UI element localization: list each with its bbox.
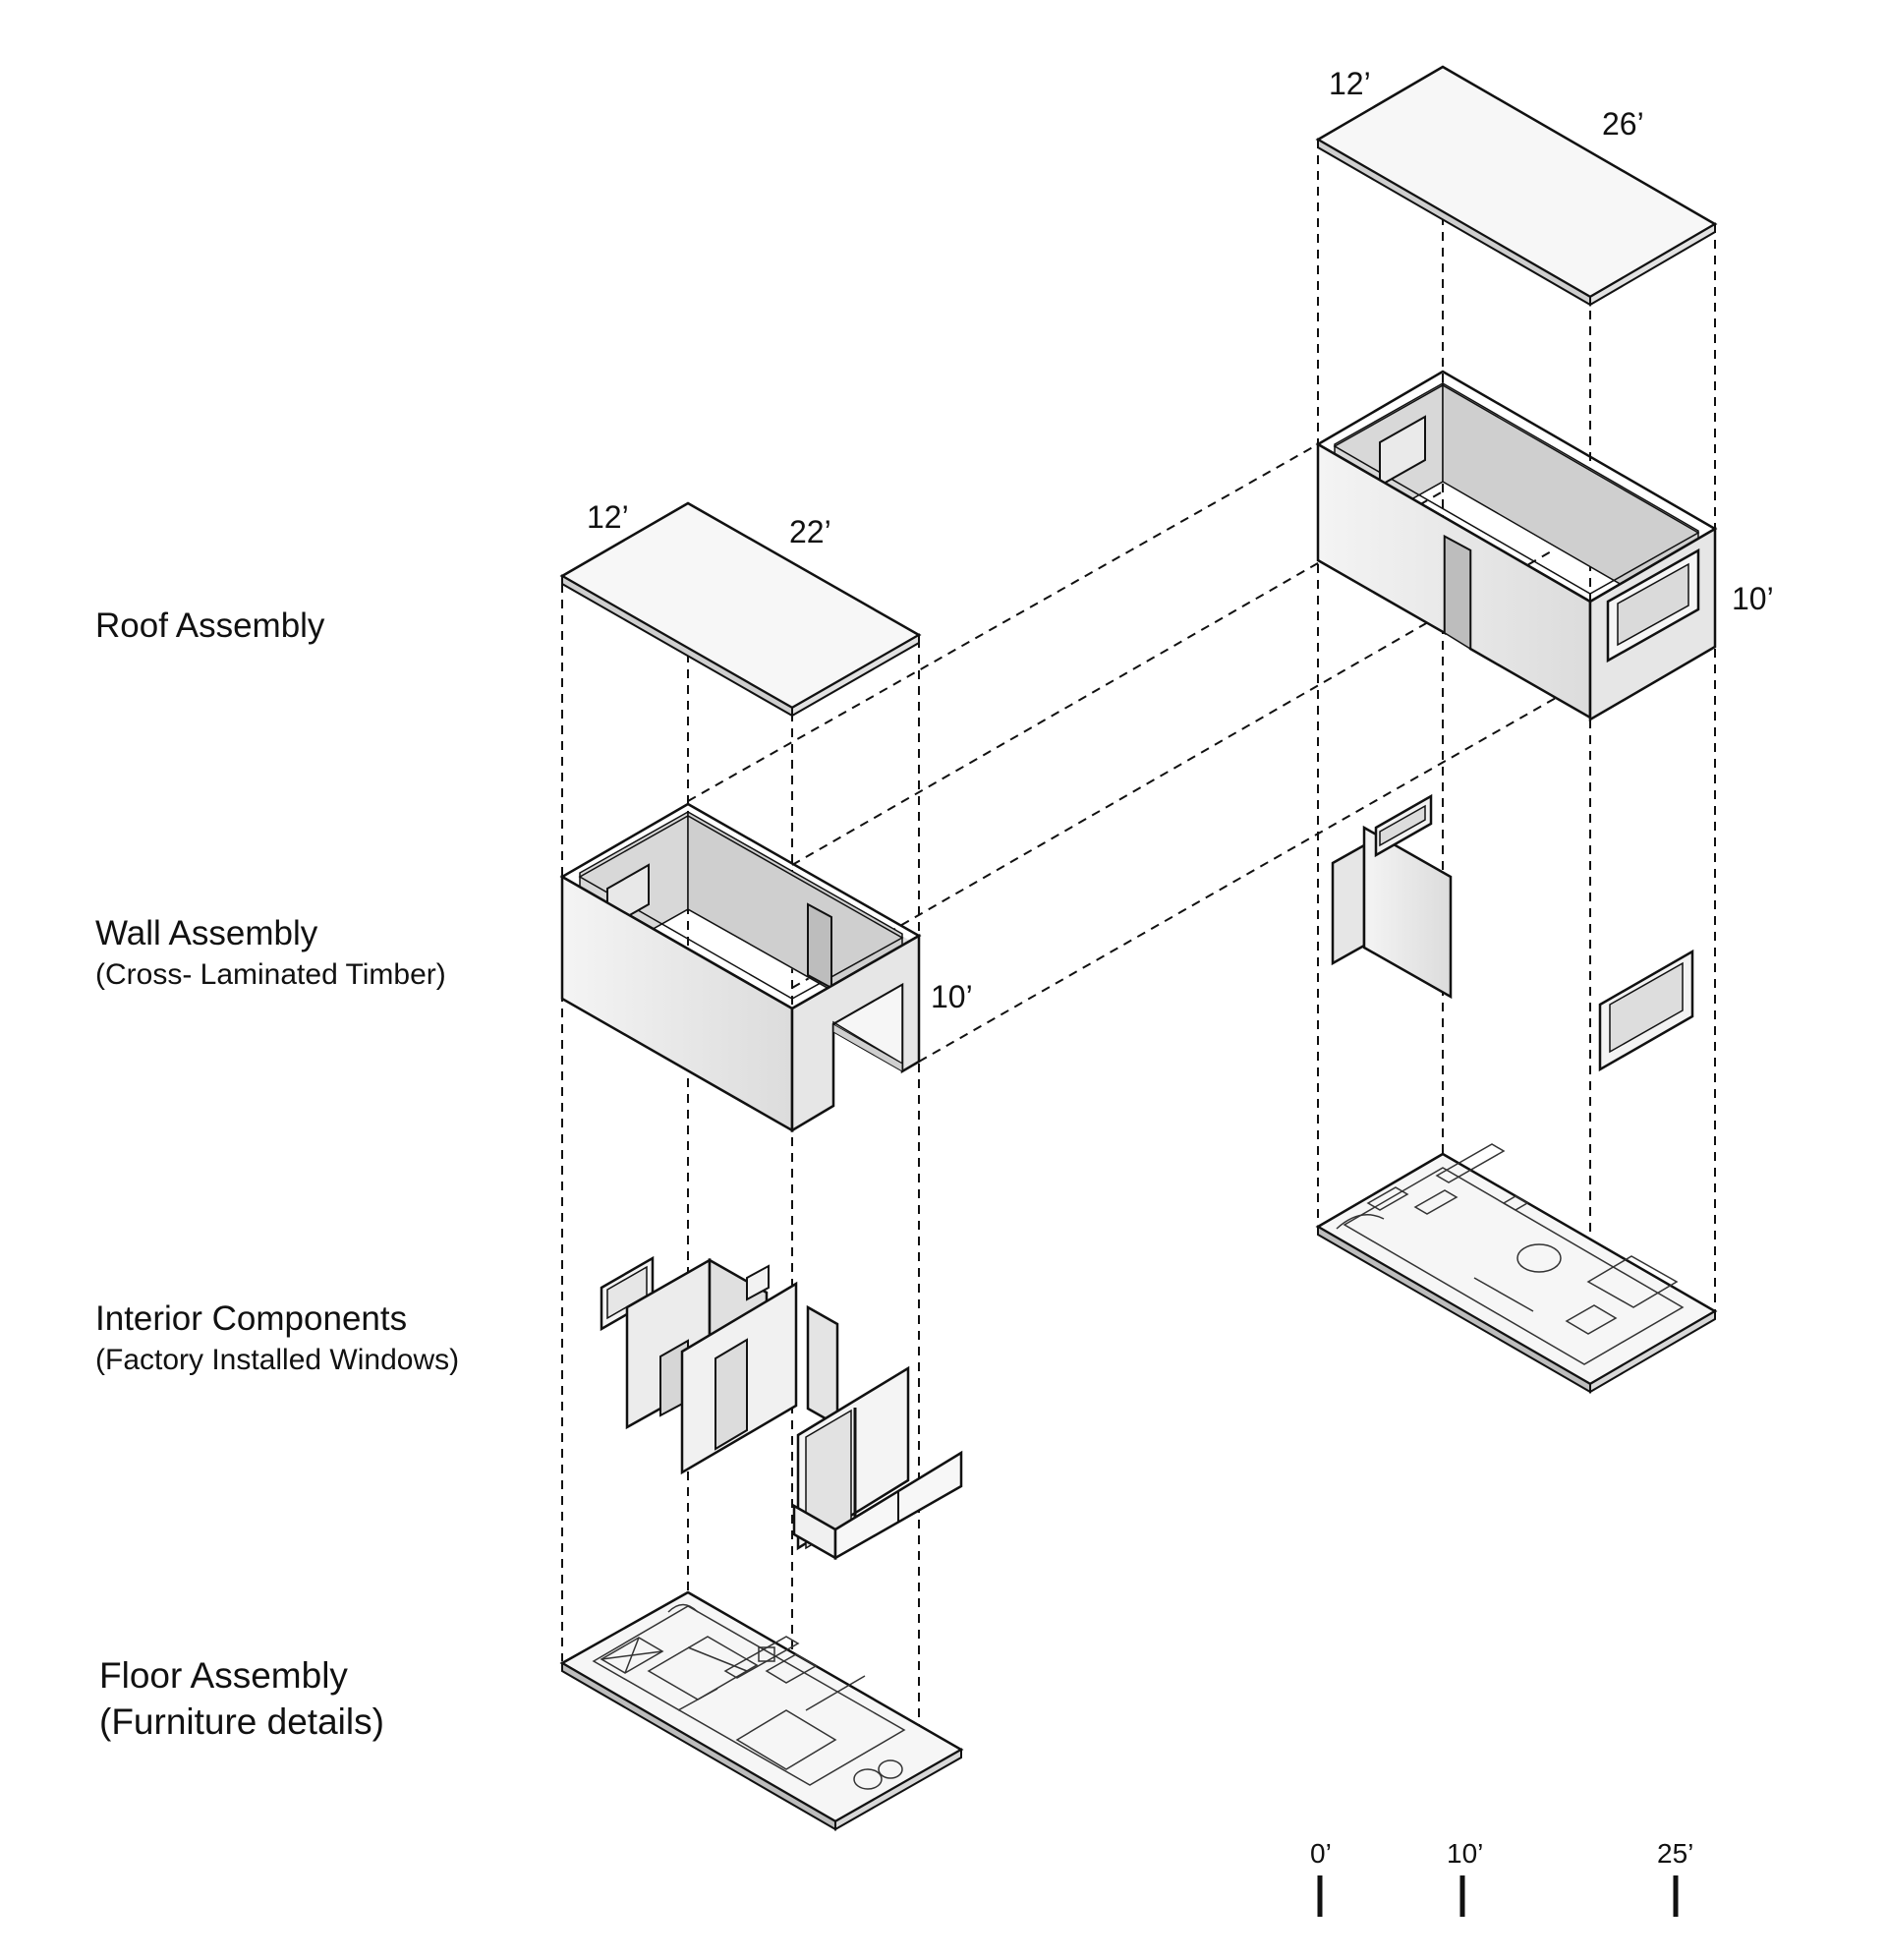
projection-lines: [561, 140, 1716, 1750]
label-roof-assembly: Roof Assembly: [95, 606, 325, 645]
large-floor-assembly: [1315, 1143, 1718, 1394]
small-furniture-details: [592, 1603, 906, 1790]
scale-label-0: 0’: [1310, 1838, 1332, 1869]
scale-label-10: 10’: [1447, 1838, 1483, 1869]
small-floor-assembly: [559, 1590, 964, 1831]
scale-bar: 0’ 10’ 25’: [1310, 1838, 1693, 1917]
large-height-dimension: 10’: [1732, 581, 1774, 616]
small-width-dimension: 12’: [587, 499, 629, 535]
large-length-dimension: 26’: [1602, 106, 1644, 142]
large-interior-components: [1331, 793, 1694, 1072]
small-height-dimension: 10’: [931, 979, 973, 1014]
small-length-dimension: 22’: [789, 514, 831, 549]
large-wall-assembly: [1315, 370, 1718, 722]
large-furniture-details: [1336, 1143, 1685, 1365]
scale-label-25: 25’: [1657, 1838, 1693, 1869]
large-width-dimension: 12’: [1329, 66, 1371, 101]
label-interior-components: Interior Components: [95, 1299, 407, 1338]
label-floor-assembly: Floor Assembly: [99, 1655, 348, 1696]
large-roof-panel: [1315, 65, 1718, 307]
small-interior-components: [600, 1255, 963, 1561]
label-floor-assembly-sub: (Furniture details): [99, 1701, 384, 1742]
component-labels: Roof Assembly Wall Assembly (Cross- Lami…: [95, 606, 459, 1742]
label-wall-assembly-sub: (Cross- Laminated Timber): [95, 958, 446, 991]
small-roof-panel: [559, 501, 922, 718]
small-wall-assembly: [559, 802, 922, 1133]
label-wall-assembly: Wall Assembly: [95, 914, 318, 952]
label-interior-components-sub: (Factory Installed Windows): [95, 1344, 459, 1376]
